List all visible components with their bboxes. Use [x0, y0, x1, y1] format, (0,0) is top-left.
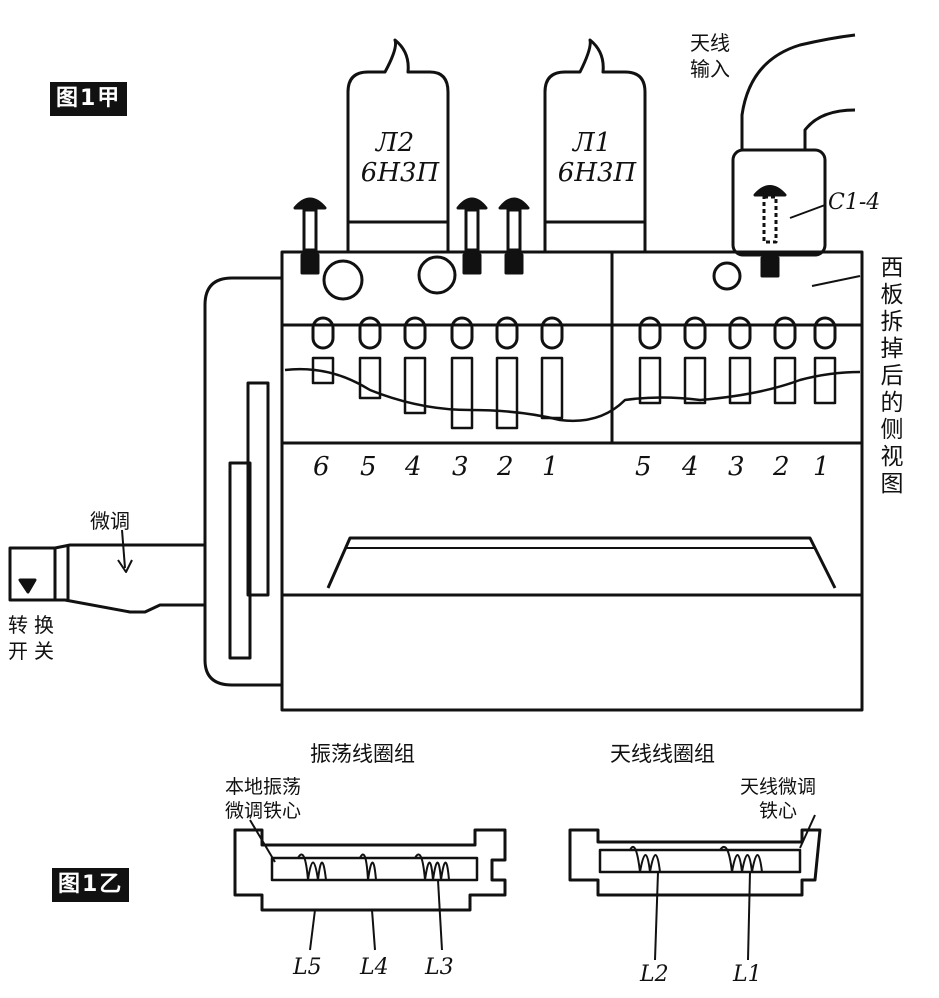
figure-tag-1: 图1甲: [50, 82, 128, 116]
screw-3: [498, 197, 530, 275]
right-num-4: 4: [682, 452, 699, 482]
screw-1: [293, 197, 327, 275]
coil-l1: L1: [733, 962, 762, 987]
tube-l2: [346, 38, 450, 224]
coil-form-left: [233, 828, 507, 912]
coil-l3: L3: [425, 955, 454, 980]
ant-core-label: 天线微调 铁心: [740, 776, 817, 822]
capacitor-can: [731, 148, 827, 257]
band-switch-label: 转换 开关: [8, 613, 60, 663]
antenna-wire: [740, 33, 856, 150]
right-num-2: 2: [773, 452, 790, 482]
screw-4: [753, 185, 787, 278]
tube-l1-type: 6Н3П: [557, 158, 637, 188]
right-num-1: 1: [813, 452, 830, 482]
right-num-3: 3: [728, 452, 745, 482]
osc-core-label: 本地振荡 微调铁心: [225, 776, 302, 822]
screw-2: [456, 197, 488, 275]
antenna-input-label: 天线 输入: [690, 31, 730, 81]
left-num-3: 3: [452, 452, 469, 482]
shaft: [8, 543, 207, 614]
osc-group-label: 振荡线圈组: [310, 742, 415, 766]
window-row-left: [311, 316, 564, 350]
dial-disk-1: [228, 461, 252, 660]
tube-l2-name: Л2: [375, 128, 415, 158]
window-row-right: [638, 316, 837, 350]
left-num-6: 6: [313, 452, 330, 482]
side-view-note: 西板拆掉后的侧视图: [876, 255, 902, 498]
dial-trapezoid: [326, 536, 837, 589]
left-num-1: 1: [542, 452, 559, 482]
ant-group-label: 天线线圈组: [610, 742, 715, 766]
dial-disk-2: [246, 381, 270, 597]
left-num-2: 2: [497, 452, 514, 482]
coil-l2: L2: [640, 962, 669, 987]
tube-l1-name: Л1: [572, 128, 612, 158]
fine-tune-label: 微调: [90, 509, 130, 533]
tube-l1: [543, 38, 647, 224]
side-housing: [203, 276, 282, 687]
figure-tag-2: 图1乙: [52, 868, 130, 902]
right-num-5: 5: [635, 452, 652, 482]
tube-l2-type: 6Н3П: [360, 158, 440, 188]
capacitor-label: C1-4: [828, 190, 881, 215]
coil-l5: L5: [293, 955, 322, 980]
left-num-4: 4: [405, 452, 422, 482]
break-line: [284, 367, 861, 422]
coil-form-right: [568, 828, 822, 897]
coil-l4: L4: [360, 955, 389, 980]
left-num-5: 5: [360, 452, 377, 482]
